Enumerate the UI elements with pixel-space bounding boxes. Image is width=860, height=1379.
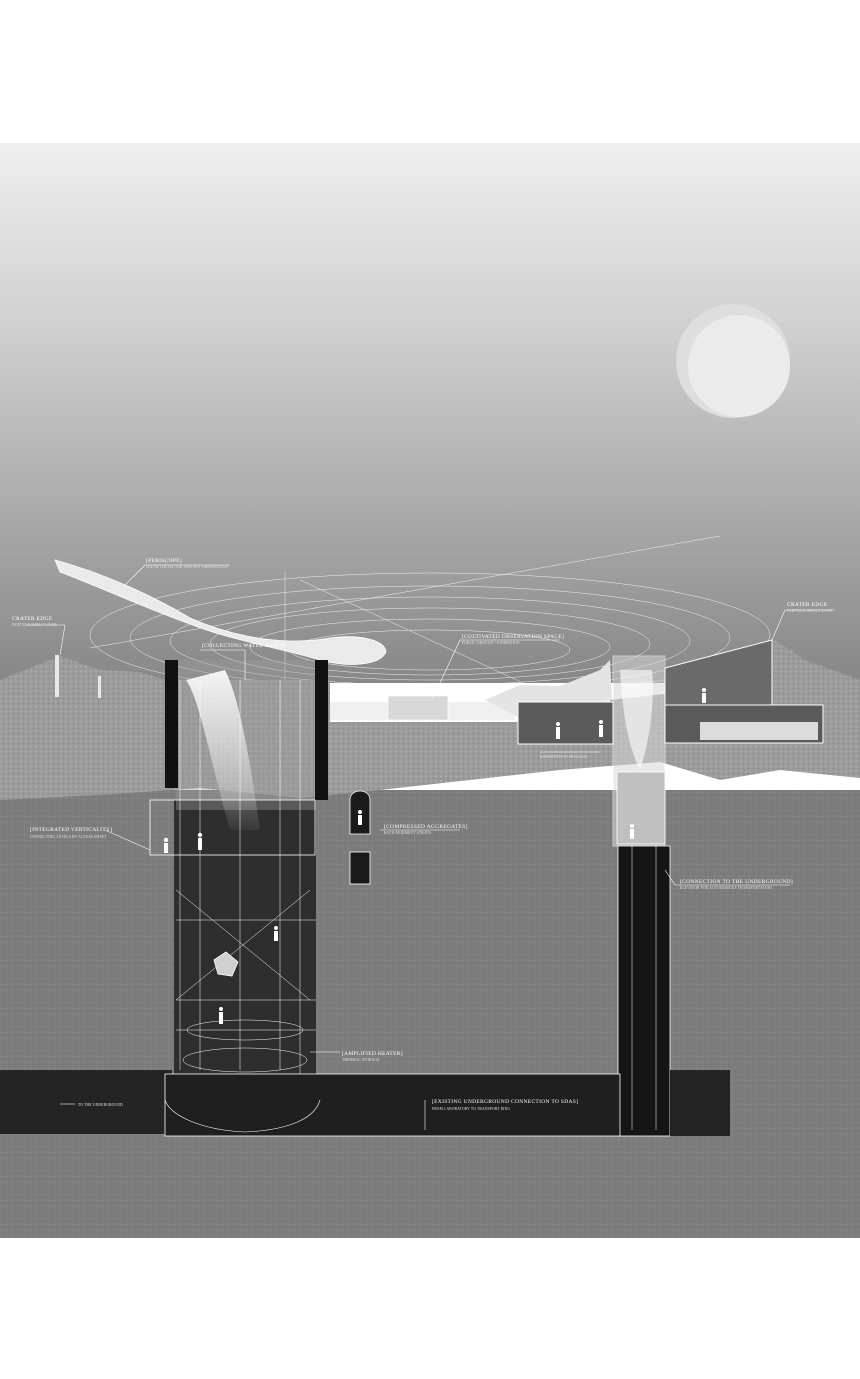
label-connection-underground: [CONNECTION TO THE UNDERGROUND] ELEVATOR… bbox=[680, 879, 793, 890]
observation-wing-right bbox=[517, 639, 824, 745]
svg-text:[CONNECTION TO THE UNDERGROUND: [CONNECTION TO THE UNDERGROUND] bbox=[680, 879, 793, 885]
label-integrated-verticality: [INTEGRATED VERTICALITY] CONNECTING LEVE… bbox=[30, 827, 112, 839]
label-cultivated-observation: [CULTIVATED OBSERVATION SPACE] PUBLIC GR… bbox=[462, 634, 564, 645]
label-crater-edge-right: CRATER EDGE PARTICLE IMPACT ZONE bbox=[787, 602, 833, 613]
svg-text:PARTICLE IMPACT ZONE: PARTICLE IMPACT ZONE bbox=[12, 623, 58, 627]
svg-text:FROM LABORATORY TO TRANSPORT R: FROM LABORATORY TO TRANSPORT RING bbox=[432, 1107, 510, 1111]
label-amplified-heater: [AMPLIFIED HEATER] THERMAL STORAGE bbox=[342, 1051, 403, 1062]
underground-strata bbox=[0, 790, 860, 1238]
elevator-shaft bbox=[612, 655, 671, 1137]
svg-text:PARTICLE IMPACT ZONE: PARTICLE IMPACT ZONE bbox=[787, 609, 833, 613]
label-crater-edge-left: CRATER EDGE PARTICLE IMPACT ZONE bbox=[12, 616, 58, 627]
label-to-underground: TO THE UNDERGROUND bbox=[78, 1103, 123, 1107]
label-compressed-aggregates: [COMPRESSED AGGREGATES] ROCK/SEDIMENT ST… bbox=[384, 824, 468, 835]
svg-text:CRATER EDGE: CRATER EDGE bbox=[12, 616, 53, 622]
svg-text:[COMPRESSED AGGREGATES]: [COMPRESSED AGGREGATES] bbox=[384, 824, 468, 830]
label-existing-underground: [EXISTING UNDERGROUND CONNECTION TO SDAS… bbox=[432, 1099, 578, 1111]
svg-text:PUBLIC GROUND / EXHIBITION: PUBLIC GROUND / EXHIBITION bbox=[462, 641, 520, 645]
svg-text:[PERISCOPE]: [PERISCOPE] bbox=[146, 558, 182, 564]
svg-text:[OBSERVATION PASSAGE]: [OBSERVATION PASSAGE] bbox=[540, 755, 587, 759]
crater-edge-posts bbox=[55, 655, 101, 698]
annotation-leaders bbox=[25, 564, 835, 1130]
moon bbox=[676, 304, 790, 418]
aggregate-niches bbox=[349, 790, 371, 885]
svg-text:THERMAL STORAGE: THERMAL STORAGE bbox=[342, 1058, 380, 1062]
svg-text:ELEVATOR FOR AUTONOMOUS TRANSP: ELEVATOR FOR AUTONOMOUS TRANSPORTATION bbox=[680, 886, 772, 890]
label-observation-passage: [OBSERVATION PASSAGE] bbox=[540, 755, 587, 759]
underground-tunnel bbox=[0, 1070, 730, 1137]
svg-text:SOLAR COLLECTOR AND SKY OBSERV: SOLAR COLLECTOR AND SKY OBSERVATION bbox=[146, 565, 229, 569]
human-figures bbox=[163, 688, 706, 1024]
svg-text:TO THE UNDERGROUND: TO THE UNDERGROUND bbox=[78, 1103, 123, 1107]
svg-text:[INTEGRATED VERTICALITY]: [INTEGRATED VERTICALITY] bbox=[30, 827, 112, 833]
svg-text:[EXISTING UNDERGROUND CONNECTI: [EXISTING UNDERGROUND CONNECTION TO SDAS… bbox=[432, 1099, 578, 1105]
svg-text:CRATER EDGE: CRATER EDGE bbox=[787, 602, 828, 608]
svg-text:ROCK/SEDIMENT STRATA: ROCK/SEDIMENT STRATA bbox=[384, 831, 431, 835]
svg-text:CONNECTING LEVELS BY ACCESS SH: CONNECTING LEVELS BY ACCESS SHAFT bbox=[30, 835, 107, 839]
crater-orbit-lines bbox=[89, 535, 771, 800]
svg-text:[COLLECTING WATER SHAFT]: [COLLECTING WATER SHAFT] bbox=[202, 643, 286, 649]
main-vertical-shaft bbox=[149, 660, 328, 1130]
periscope-roof bbox=[54, 559, 387, 665]
svg-text:[AMPLIFIED HEATER]: [AMPLIFIED HEATER] bbox=[342, 1051, 403, 1057]
svg-text:[CULTIVATED OBSERVATION SPACE]: [CULTIVATED OBSERVATION SPACE] bbox=[462, 634, 564, 640]
label-collecting-water: [COLLECTING WATER SHAFT] bbox=[202, 643, 286, 649]
label-periscope: [PERISCOPE] SOLAR COLLECTOR AND SKY OBSE… bbox=[146, 558, 229, 569]
